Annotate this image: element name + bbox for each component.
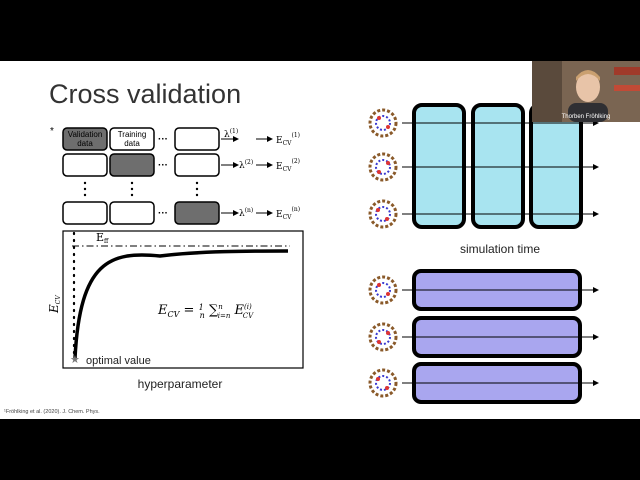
molecule-icon: [368, 152, 398, 182]
validation-label-1: Validation: [68, 130, 103, 139]
sim-time-label: simulation time: [460, 242, 540, 256]
svg-text:ECV(1): ECV(1): [276, 132, 300, 147]
cv-row-1: Validation data Training data ··· λ(1) E…: [62, 127, 300, 151]
validation-box: [109, 153, 155, 177]
molecule-icon: [368, 108, 398, 138]
svg-text:λ(1): λ(1): [224, 128, 238, 140]
molecule-icon: [368, 199, 398, 229]
validation-box: [62, 127, 108, 151]
training-box: [62, 201, 108, 225]
slide-title: Cross validation: [49, 79, 241, 109]
reference-text: ¹Fröhlking et al. (2020). J. Chem. Phys.: [4, 409, 100, 415]
molecule-icon: [368, 322, 398, 352]
training-box: [109, 127, 155, 151]
svg-text:···: ···: [158, 160, 168, 171]
cv-row-n: ··· λ(n) ECV(n): [62, 201, 300, 225]
molecule-icon: [368, 275, 398, 305]
svg-text:λ(2): λ(2): [239, 159, 253, 171]
webcam-person-icon: [532, 61, 640, 122]
vertical-ellipsis: [83, 181, 199, 197]
cv-row-2: ··· λ(2) ECV(2): [62, 153, 300, 177]
cyan-sim-box: [471, 103, 525, 229]
molecule-icons: [368, 108, 398, 398]
validation-label-2: data: [77, 139, 93, 148]
svg-text:ECV: ECV: [47, 295, 62, 314]
validation-box: [174, 201, 220, 225]
training-box: [62, 153, 108, 177]
sim-bottom-panel: [402, 269, 599, 404]
svg-text:ECV(n): ECV(n): [276, 206, 300, 221]
sim-top-panel: simulation time: [402, 103, 599, 256]
training-box: [174, 153, 220, 177]
webcam-video: Thorben Fröhlking: [532, 61, 640, 122]
training-box: [174, 127, 220, 151]
optimal-value-label: optimal value: [86, 355, 151, 367]
participant-name: Thorben Fröhlking: [561, 114, 611, 120]
svg-text:Eff: Eff: [96, 231, 109, 245]
svg-text:λ(n): λ(n): [239, 207, 253, 219]
training-label-1: Training: [118, 130, 147, 139]
optimal-star-icon: ★: [70, 354, 80, 366]
x-axis-label: hyperparameter: [138, 377, 223, 391]
bullet-marker: *: [50, 126, 54, 137]
cyan-sim-box: [412, 103, 466, 229]
svg-text:···: ···: [158, 208, 168, 219]
training-label-2: data: [124, 139, 140, 148]
cv-curve: [73, 249, 289, 359]
svg-text:ECV(2): ECV(2): [276, 158, 300, 173]
training-box: [109, 201, 155, 225]
molecule-icon: [368, 368, 398, 398]
svg-text:···: ···: [158, 134, 168, 145]
